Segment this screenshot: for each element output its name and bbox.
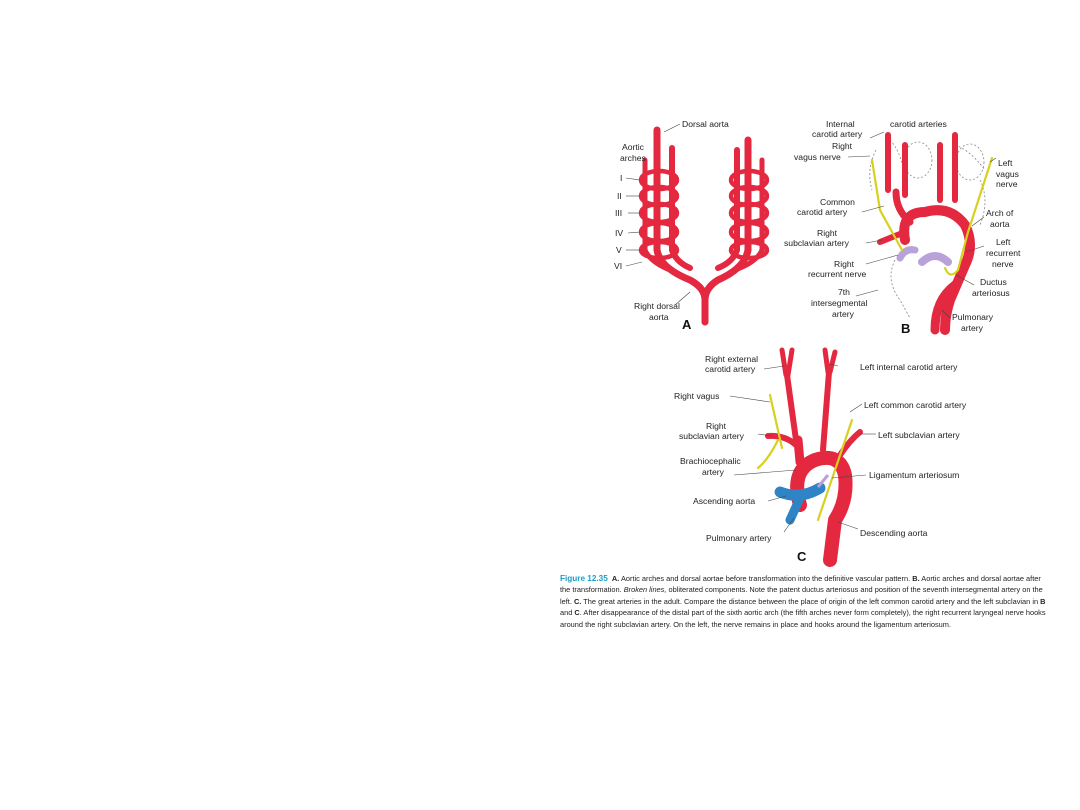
b-right-subclavian	[877, 229, 908, 245]
label-b-right-recurrent-1: Right	[834, 259, 855, 269]
label-right-dorsal-aorta-1: Right dorsal	[634, 301, 680, 311]
label-arch-vi: VI	[614, 261, 622, 271]
label-b-right-vagus-2: vagus nerve	[794, 152, 841, 162]
label-aortic-arches-2: arches	[620, 153, 646, 163]
label-b-right-subclavian-2: subclavian artery	[784, 238, 850, 248]
label-c-ligamentum: Ligamentum arteriosum	[869, 470, 959, 480]
inner-right-vessel	[715, 147, 740, 271]
c-right-common-carotid	[784, 372, 799, 443]
figure-label: Figure 12.35	[560, 574, 608, 583]
label-b-left-vagus-3: nerve	[996, 179, 1018, 189]
label-arch-iii: III	[615, 208, 622, 218]
label-b-left-vagus-2: vagus	[996, 169, 1019, 179]
c-right-recurrent-nerve	[756, 438, 780, 470]
label-c-descending: Descending aorta	[860, 528, 928, 538]
figure-caption: Figure 12.35 A. Aortic arches and dorsal…	[560, 573, 1050, 630]
caption-text-5: and	[560, 608, 575, 618]
b-ductus-arteriosus	[918, 252, 952, 266]
c-right-vagus-nerve	[768, 393, 784, 450]
label-b-internal-2: carotid artery	[812, 129, 863, 139]
label-b-pulmonary-1: Pulmonary	[952, 312, 994, 322]
label-c-right-vagus: Right vagus	[674, 391, 719, 401]
label-c-left-common: Left common carotid artery	[864, 400, 967, 410]
label-c-pulmonary: Pulmonary artery	[706, 533, 772, 543]
label-b-ductus-2: arteriosus	[972, 288, 1010, 298]
obliterated-components	[869, 139, 986, 319]
label-arch-iv: IV	[615, 228, 623, 238]
left-arch-loops	[638, 168, 680, 261]
label-b-right-subclavian-1: Right	[817, 228, 838, 238]
label-c-brachiocephalic-2: artery	[702, 467, 725, 477]
panel-c: Right external carotid artery Left inter…	[674, 347, 967, 567]
c-left-carotid-fork	[822, 347, 838, 375]
caption-text-6: . After disappearance of the distal part…	[560, 608, 1046, 629]
label-b-left-recurrent-2: recurrent	[986, 248, 1021, 258]
b-arch-of-aorta	[899, 205, 975, 335]
label-c-left-internal: Left internal carotid artery	[860, 362, 958, 372]
label-b-seventh-2: intersegmental	[811, 298, 867, 308]
b-pulmonary-artery	[930, 280, 960, 335]
label-b-right-recurrent-2: recurrent nerve	[808, 269, 866, 279]
label-c-left-subclavian: Left subclavian artery	[878, 430, 960, 440]
b-left-recurrent-nerve	[943, 266, 960, 276]
caption-text-3: obliterated components. Note the patent …	[560, 585, 1043, 606]
label-b-common-carotid-1: Common	[820, 197, 855, 207]
label-b-left-recurrent-3: nerve	[992, 259, 1014, 269]
left-dorsal-aorta-vessel	[653, 126, 709, 326]
caption-b-ref: B	[1040, 596, 1046, 606]
caption-c-ref: C	[574, 608, 580, 618]
caption-b: B.	[912, 574, 920, 583]
label-arch-i: I	[620, 173, 622, 183]
caption-c: C.	[573, 596, 582, 606]
label-b-left-recurrent-1: Left	[996, 237, 1011, 247]
inner-left-vessel	[669, 145, 693, 271]
c-left-common-carotid	[820, 369, 832, 453]
label-c-right-subclavian-2: subclavian artery	[679, 431, 745, 441]
caption-broken-lines: Broken lines,	[623, 585, 667, 595]
label-b-pulmonary-2: artery	[961, 323, 984, 333]
label-c-brachiocephalic-1: Brachiocephalic	[680, 456, 741, 466]
panel-letter-a: A	[682, 317, 692, 332]
label-aortic-arches-1: Aortic	[622, 142, 645, 152]
label-b-seventh-1: 7th	[838, 287, 850, 297]
c-pulmonary-trunk	[785, 493, 805, 525]
aortic-arches-figure: Dorsal aorta Aortic arches I II III IV V…	[614, 119, 1021, 567]
label-b-common-carotid-2: carotid artery	[797, 207, 848, 217]
right-arch-loops	[728, 168, 770, 261]
label-c-ascending: Ascending aorta	[693, 496, 755, 506]
panel-a: Dorsal aorta Aortic arches I II III IV V…	[614, 119, 770, 332]
c-ligamentum	[816, 474, 830, 488]
b-right-vagus-nerve	[870, 158, 904, 252]
b-ductus-left	[896, 246, 919, 262]
c-right-carotid-fork	[779, 347, 795, 378]
label-b-carotid-arteries: carotid arteries	[890, 119, 947, 129]
label-b-right-vagus-1: Right	[832, 141, 853, 151]
label-b-seventh-3: artery	[832, 309, 855, 319]
c-brachiocephalic	[793, 435, 805, 467]
caption-text-1: Aortic arches and dorsal aortae before t…	[619, 574, 913, 583]
label-b-left-vagus-1: Left	[998, 158, 1013, 168]
label-dorsal-aorta: Dorsal aorta	[682, 119, 729, 129]
label-c-right-subclavian-1: Right	[706, 421, 727, 431]
caption-a: A.	[611, 574, 620, 583]
panel-letter-b: B	[901, 321, 910, 336]
caption-text-2: Aortic arches and dorsal aortae after th…	[560, 574, 1041, 595]
label-arch-ii: II	[617, 191, 622, 201]
label-b-internal-1: Internal	[826, 119, 855, 129]
label-b-arch-of-aorta-2: aorta	[990, 219, 1010, 229]
c-aortic-arch	[790, 450, 853, 567]
panel-letter-c: C	[797, 549, 807, 564]
b-left-vagus-nerve	[956, 156, 994, 272]
caption-text-4: The great arteries in the adult. Compare…	[581, 596, 1041, 606]
label-arch-v: V	[616, 245, 622, 255]
label-b-ductus-1: Ductus	[980, 277, 1007, 287]
label-b-arch-of-aorta-1: Arch of	[986, 208, 1014, 218]
c-left-vagus-nerve	[816, 418, 854, 522]
label-right-dorsal-aorta-2: aorta	[649, 312, 669, 322]
label-c-right-external-1: Right external	[705, 354, 758, 364]
panel-b: Internal carotid artery carotid arteries…	[784, 119, 1021, 336]
label-c-right-external-2: carotid artery	[705, 364, 756, 374]
